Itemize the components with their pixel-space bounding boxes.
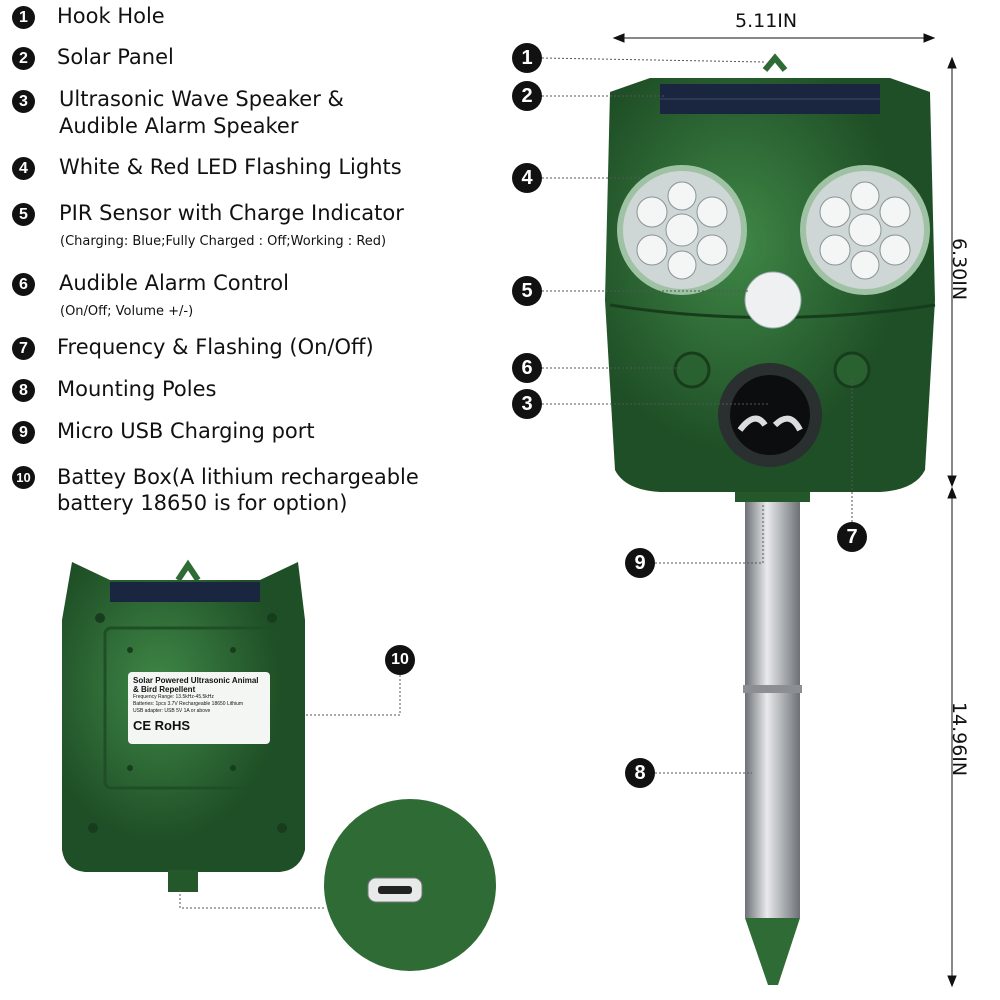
label-usb: USB adapter: USB 5V 1A or above — [133, 708, 211, 714]
legend-label: Ultrasonic Wave Speaker & — [59, 87, 344, 111]
legend-number: 7 — [12, 337, 35, 360]
callout-10: 10 — [385, 645, 415, 675]
callout-9: 9 — [625, 548, 655, 578]
callout-2: 2 — [512, 81, 542, 111]
legend-number: 6 — [12, 273, 35, 296]
label-batteries: Batteries: 1pcs 3.7V Rechargeable 18650 … — [133, 701, 244, 707]
legend-label: Solar Panel — [57, 45, 174, 69]
width-dimension: 5.11IN — [735, 10, 798, 32]
leader-lines — [179, 57, 853, 909]
label-certification-marks: CE RoHS — [133, 718, 191, 733]
label-title: Solar Powered Ultrasonic Animal & Bird R… — [133, 676, 259, 694]
usb-port-inset — [324, 799, 496, 971]
legend-number: 9 — [12, 421, 35, 444]
product-label: Solar Powered Ultrasonic Animal & Bird R… — [128, 672, 270, 744]
callout-3: 3 — [512, 389, 542, 419]
legend-note: (On/Off; Volume +/-) — [60, 304, 194, 319]
label-frequency: Frequency Range: 13.5kHz-45.5kHz — [133, 694, 214, 700]
callout-1: 1 — [512, 43, 542, 73]
legend-label: Mounting Poles — [57, 377, 217, 401]
legend-label: Hook Hole — [57, 4, 165, 28]
legend-label: PIR Sensor with Charge Indicator — [59, 201, 404, 225]
legend-label: Frequency & Flashing (On/Off) — [57, 335, 374, 359]
callout-4: 4 — [512, 163, 542, 193]
legend-label: White & Red LED Flashing Lights — [59, 155, 402, 179]
legend-label: Micro USB Charging port — [57, 419, 315, 443]
legend-number: 8 — [12, 379, 35, 402]
callout-6: 6 — [512, 353, 542, 383]
legend-number: 2 — [12, 47, 35, 70]
legend-label: Battey Box(A lithium rechargeable — [57, 465, 419, 489]
legend-number: 1 — [12, 6, 35, 29]
legend-number: 4 — [12, 157, 35, 180]
legend-label-line2: Audible Alarm Speaker — [59, 114, 299, 138]
front-body — [605, 53, 936, 492]
callout-7: 7 — [837, 522, 867, 552]
pole-height-dimension: 14.96IN — [948, 701, 971, 777]
legend-label-line2: battery 18650 is for option) — [57, 491, 348, 515]
legend-note: (Charging: Blue;Fully Charged : Off;Work… — [60, 234, 387, 249]
legend-number: 3 — [12, 90, 35, 113]
dimension-lines — [612, 33, 957, 988]
callout-8: 8 — [625, 758, 655, 788]
mounting-pole — [735, 488, 810, 985]
callout-5: 5 — [512, 276, 542, 306]
legend-number: 10 — [12, 466, 35, 489]
legend-number: 5 — [12, 203, 35, 226]
body-height-dimension: 6.30IN — [948, 237, 971, 301]
legend-label: Audible Alarm Control — [59, 271, 289, 295]
